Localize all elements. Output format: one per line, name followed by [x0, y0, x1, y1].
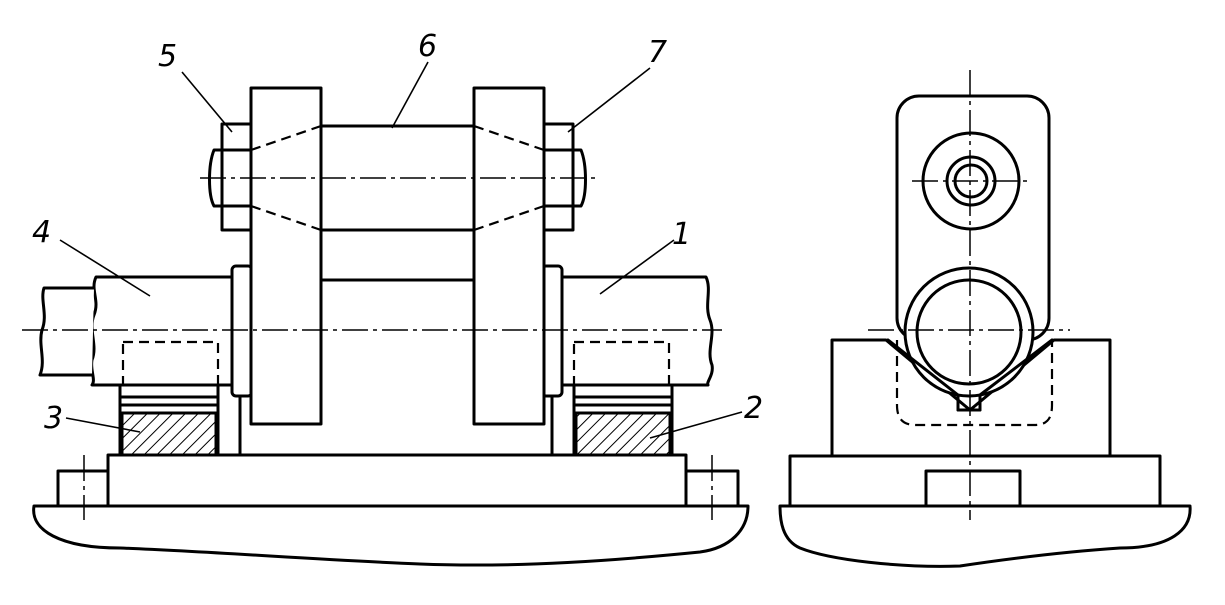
leader-6 [391, 61, 429, 129]
label-part-1: 1 [672, 217, 691, 252]
right-disk [472, 86, 546, 426]
leader-4 [59, 239, 151, 297]
leader-7 [567, 67, 651, 133]
left-shaft-part-4 [90, 275, 234, 387]
left-collar [230, 264, 254, 398]
leader-3 [65, 417, 141, 433]
leader-1 [599, 239, 675, 295]
front-view: 5 6 7 4 1 3 2 [22, 29, 763, 567]
label-part-3: 3 [44, 401, 63, 436]
label-part-5: 5 [158, 39, 177, 74]
right-nut-part-7 [542, 122, 575, 232]
left-clamp [56, 469, 110, 508]
base-plate [106, 453, 688, 508]
left-shaft-end [38, 286, 94, 377]
side-surface [778, 504, 1192, 568]
side-view [778, 70, 1192, 568]
left-nut-part-5 [220, 122, 253, 232]
label-part-7: 7 [648, 35, 667, 70]
shaft-section [903, 266, 1035, 398]
v-block [830, 338, 1112, 458]
leader-2 [649, 411, 743, 439]
shaft-section-inner [915, 278, 1023, 386]
label-part-6: 6 [418, 29, 437, 64]
right-shaft-part-1 [558, 275, 714, 387]
roller-taper-dashed [250, 124, 545, 232]
right-wedge-part-2 [574, 411, 672, 457]
leader-5 [181, 71, 233, 133]
front-surface [32, 504, 750, 567]
side-base-key [924, 469, 1022, 508]
side-hidden-outline [895, 340, 1054, 427]
left-wedge-part-3 [120, 411, 218, 457]
label-part-2: 2 [744, 391, 763, 426]
left-disk [249, 86, 323, 426]
label-part-4: 4 [32, 215, 51, 250]
